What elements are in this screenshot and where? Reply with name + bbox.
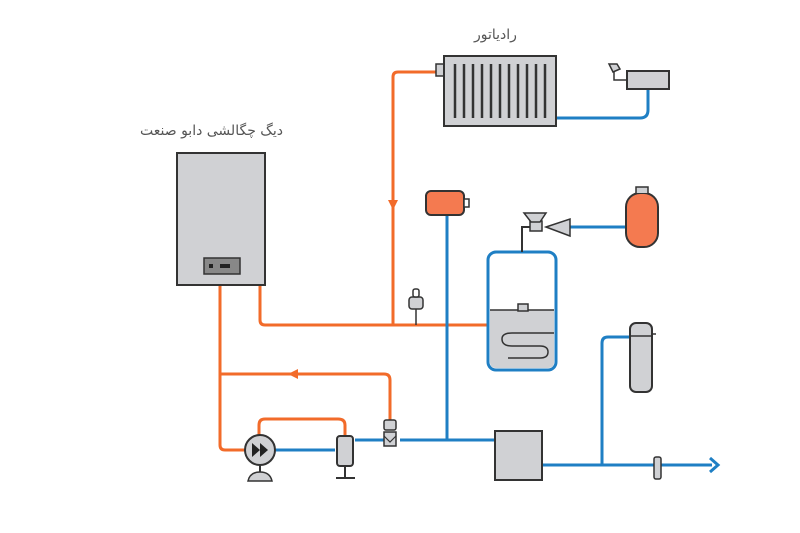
boiler-return-pipe (218, 285, 245, 452)
hot-pipes (218, 70, 488, 452)
boiler-flow-pipe (258, 285, 488, 327)
room-thermostat (607, 63, 670, 90)
radiator-supply-pipe (391, 70, 440, 325)
filter-pipe (600, 335, 630, 465)
bypass-pipe (220, 372, 392, 420)
pressure-reducing-valve (521, 212, 571, 252)
cold-pipes (275, 88, 712, 467)
water-treatment-box (494, 430, 543, 481)
hydraulic-separator (336, 435, 355, 479)
radiator-fins (453, 64, 547, 118)
expansion-vessel-small (425, 190, 470, 216)
inlet-arrow-icon (709, 456, 721, 474)
radiator (435, 55, 557, 127)
radiator-label: رادیاتور (474, 27, 517, 43)
circulation-pump (244, 434, 276, 482)
boiler-label: دیگ چگالشی دابو صنعت (140, 123, 283, 139)
air-vent (408, 288, 424, 325)
storage-water-heater (490, 303, 554, 368)
pump-separator-pipe (257, 417, 347, 436)
boiler (176, 152, 266, 286)
flow-arrow-left (288, 369, 298, 379)
radiator-return-pipe (556, 88, 650, 120)
inline-check-valve (653, 456, 662, 480)
water-filter-cylinder (629, 322, 656, 393)
three-way-valve (383, 419, 397, 447)
flow-arrow-down (388, 200, 398, 210)
expansion-vessel-large (625, 186, 659, 248)
